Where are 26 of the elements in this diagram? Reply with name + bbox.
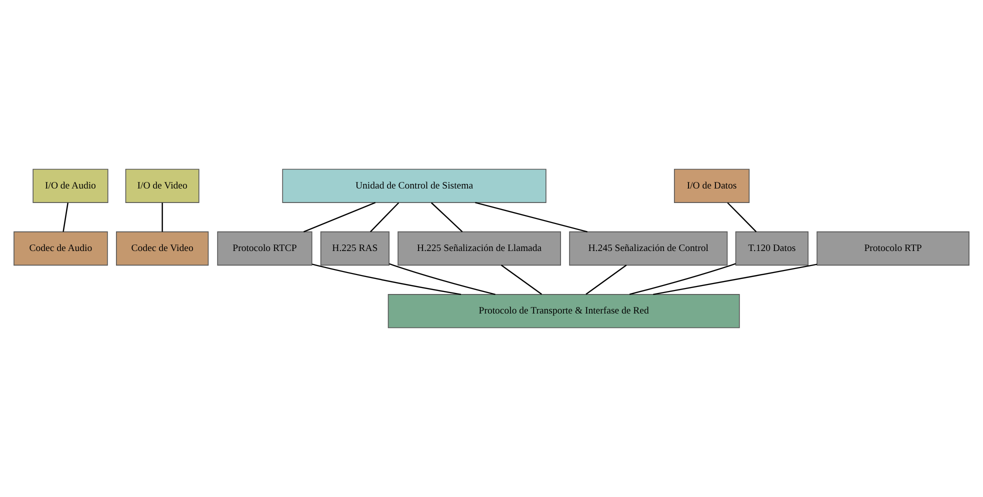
node-box: I/O de Datos <box>674 168 750 203</box>
connector <box>370 202 400 232</box>
connector <box>62 202 68 232</box>
connector <box>312 264 462 296</box>
node-box: H.245 Señalización de Control <box>569 231 728 266</box>
node-box: I/O de Video <box>125 168 200 203</box>
node-box: Protocolo de Transporte & Interfase de Red <box>388 294 740 328</box>
node-box: H.225 Señalización de Llamada <box>398 231 561 266</box>
connector <box>727 202 757 232</box>
connector <box>389 263 496 295</box>
node-box: Codec de Video <box>116 231 209 266</box>
node-box: H.225 RAS <box>320 231 390 266</box>
node-box: Protocolo RTCP <box>217 231 312 266</box>
connector <box>475 202 588 232</box>
node-box: Protocolo RTP <box>816 231 970 266</box>
node-box: Codec de Audio <box>14 231 108 266</box>
connector <box>430 202 463 232</box>
node-box: I/O de Audio <box>32 168 108 203</box>
connector <box>303 202 376 232</box>
node-box: Unidad de Control de Sistema <box>282 168 546 203</box>
connector <box>500 264 542 295</box>
connector <box>162 202 163 232</box>
connector <box>629 263 736 295</box>
connector <box>653 264 818 296</box>
node-box: T.120 Datos <box>735 231 808 266</box>
connector <box>586 264 627 295</box>
